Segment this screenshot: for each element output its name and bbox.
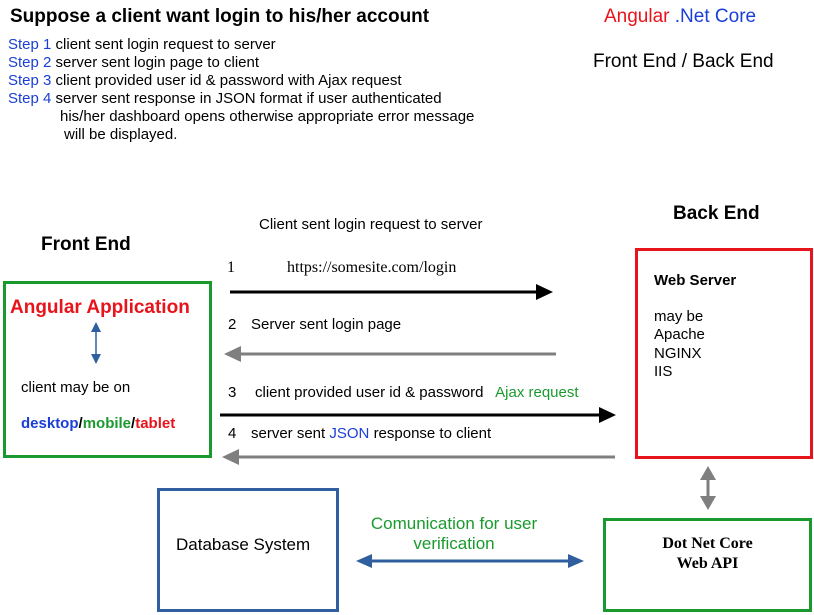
angular-double-arrow — [91, 322, 101, 364]
database-label: Database System — [176, 535, 311, 554]
step-1-number: Step 1 — [8, 36, 52, 53]
arrow-1 — [230, 284, 553, 300]
angular-application-title: Angular Application — [10, 297, 190, 318]
device-separator-2: / — [131, 415, 136, 432]
client-device-text: client may be on — [21, 379, 131, 396]
database-box — [157, 488, 339, 612]
webapi-line-2: Web API — [676, 555, 739, 572]
arrow-3 — [220, 407, 616, 423]
step-3-text: client provided user id & password with … — [55, 72, 402, 89]
web-server-title: Web Server — [654, 272, 737, 289]
database-webapi-double-arrow — [356, 554, 584, 568]
front-end-header: Front End — [41, 234, 131, 255]
server-nginx: NGINX — [654, 345, 702, 362]
arrow-3-number: 3 — [228, 384, 237, 401]
tech-labels: Angular .Net Core — [604, 6, 756, 28]
step-4-continuation-1: his/her dashboard opens otherwise approp… — [60, 108, 475, 125]
page-title: Suppose a client want login to his/her a… — [10, 6, 430, 27]
arrow-4-number: 4 — [228, 425, 237, 442]
front-end-box — [3, 281, 212, 458]
back-end-box — [635, 248, 813, 459]
device-mobile: mobile — [82, 415, 132, 432]
communication-line-2: verification — [413, 534, 495, 553]
server-apache: Apache — [654, 326, 705, 343]
step-1: Step 1 client sent login request to serv… — [8, 36, 276, 54]
device-tablet: tablet — [135, 415, 176, 432]
step-4-text: server sent response in JSON format if u… — [55, 90, 442, 107]
back-end-header: Back End — [673, 203, 760, 224]
arrow-4-text-post: response to client — [373, 425, 492, 442]
arrow-4 — [222, 449, 615, 465]
backend-webapi-double-arrow — [700, 466, 716, 510]
ajax-request-label: Ajax request — [495, 384, 579, 401]
step-4-continuation-2: will be displayed. — [64, 126, 178, 143]
step-4: Step 4 server sent response in JSON form… — [8, 90, 442, 108]
webapi-box — [603, 518, 812, 612]
arrow-2 — [224, 346, 556, 362]
step-2-number: Step 2 — [8, 54, 52, 71]
step-3-number: Step 3 — [8, 72, 52, 89]
step-4-number: Step 4 — [8, 90, 52, 107]
arrow-2-number: 2 — [228, 316, 237, 333]
server-iis: IIS — [654, 363, 673, 380]
arrow-3-text: client provided user id & password Ajax … — [255, 384, 579, 401]
frontend-backend-subtitle: Front End / Back End — [593, 51, 774, 72]
arrow-2-text: Server sent login page — [251, 316, 402, 333]
netcore-label: .Net Core — [674, 6, 757, 27]
json-label: JSON — [329, 425, 370, 442]
device-separator-1: / — [78, 415, 83, 432]
angular-label: Angular — [604, 6, 670, 27]
arrow-3-text-main: client provided user id & password — [255, 384, 484, 401]
webapi-line-1: Dot Net Core — [662, 535, 753, 552]
step-2: Step 2 server sent login page to client — [8, 54, 259, 72]
arrow-1-url: https://somesite.com/login — [287, 259, 457, 276]
step-3: Step 3 client provided user id & passwor… — [8, 72, 402, 90]
may-be-text: may be — [654, 308, 704, 325]
arrow-1-caption: Client sent login request to server — [259, 216, 483, 233]
step-1-text: client sent login request to server — [55, 36, 276, 53]
arrow-4-text-pre: server sent — [251, 425, 326, 442]
arrow-4-text: server sent JSON response to client — [251, 425, 491, 442]
device-desktop: desktop — [21, 415, 79, 432]
arrow-1-number: 1 — [227, 259, 235, 276]
step-2-text: server sent login page to client — [55, 54, 259, 71]
communication-line-1: Comunication for user — [370, 514, 538, 533]
device-list: desktop/mobile/tablet — [21, 415, 175, 432]
